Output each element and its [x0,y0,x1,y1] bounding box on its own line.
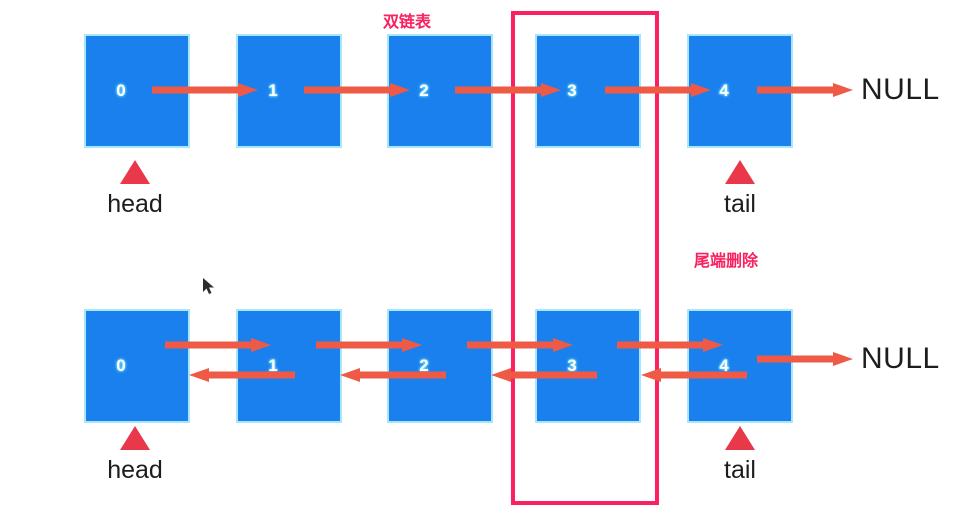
null-terminator-label: NULL [861,73,940,106]
node-value: 0 [116,81,126,100]
node-box[interactable]: 2 [389,36,491,146]
node-box[interactable]: 0 [86,36,188,146]
node-box[interactable]: 3 [537,311,639,421]
node-value: 4 [719,81,729,100]
node-value: 2 [419,356,429,375]
tail-pointer-label: tail [724,190,756,218]
title-note-doubly-linked-list: 双链表 [383,14,432,31]
triangle-up-icon [120,426,150,450]
triangle-up-icon [120,160,150,184]
node-box[interactable]: 4 [689,311,791,421]
node-box[interactable]: 4 [689,36,791,146]
tail-pointer-marker: tail [685,426,795,483]
node-value: 3 [567,81,577,100]
node-value: 4 [719,356,729,375]
head-pointer-marker: head [80,426,190,483]
node-box[interactable]: 3 [537,36,639,146]
node-value: 3 [567,356,577,375]
operation-note-tail-delete: 尾端删除 [694,253,759,270]
node-value: 1 [268,356,278,375]
triangle-up-icon [725,426,755,450]
highlight-selection-rect [511,11,659,505]
head-pointer-label: head [107,190,163,218]
null-terminator-label: NULL [861,342,940,375]
node-box[interactable]: 0 [86,311,188,421]
mouse-cursor-icon [203,278,215,296]
triangle-up-icon [725,160,755,184]
node-box[interactable]: 2 [389,311,491,421]
head-pointer-marker: head [80,160,190,217]
head-pointer-label: head [107,456,163,484]
tail-pointer-marker: tail [685,160,795,217]
node-value: 0 [116,356,126,375]
node-box[interactable]: 1 [238,311,340,421]
tail-pointer-label: tail [724,456,756,484]
node-box[interactable]: 1 [238,36,340,146]
node-value: 1 [268,81,278,100]
node-value: 2 [419,81,429,100]
